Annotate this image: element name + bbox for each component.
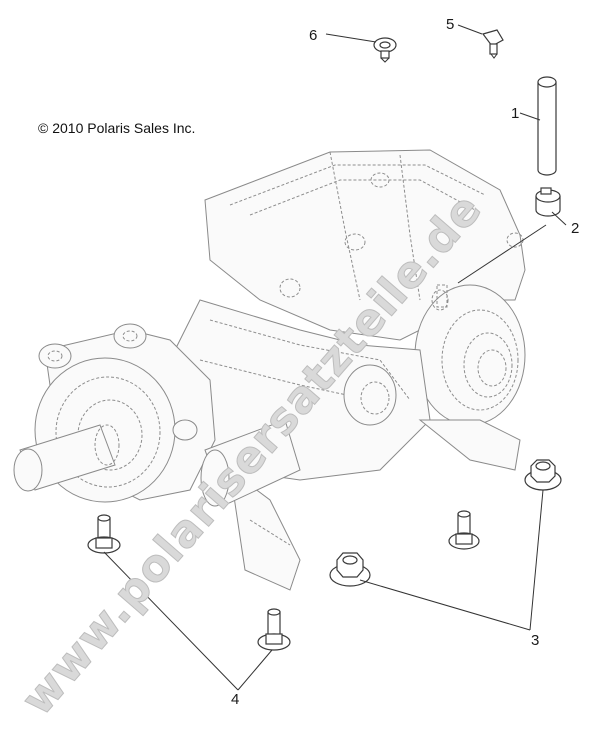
flange-bolt-part-4-left [87, 514, 121, 554]
input-shaft-flange [13, 323, 301, 507]
callout-3: 3 [531, 632, 539, 649]
flange-bolt-part-4-right [448, 510, 480, 550]
callout-1: 1 [511, 105, 519, 122]
callout-4: 4 [231, 691, 239, 708]
hose-clip-part-6 [373, 37, 397, 63]
copyright-text: © 2010 Polaris Sales Inc. [38, 120, 195, 136]
flange-nut-part-3-right [524, 459, 562, 491]
vent-fitting-part-5 [481, 29, 504, 59]
hose-clamp-part-2 [535, 187, 561, 217]
gearcase-housing [169, 149, 526, 591]
leader-lines [103, 24, 567, 691]
callout-5: 5 [446, 16, 454, 33]
callout-6: 6 [309, 27, 317, 44]
flange-bolt-part-4-center [257, 608, 291, 651]
vent-tube-part-1 [537, 76, 557, 176]
callout-2: 2 [571, 220, 579, 237]
